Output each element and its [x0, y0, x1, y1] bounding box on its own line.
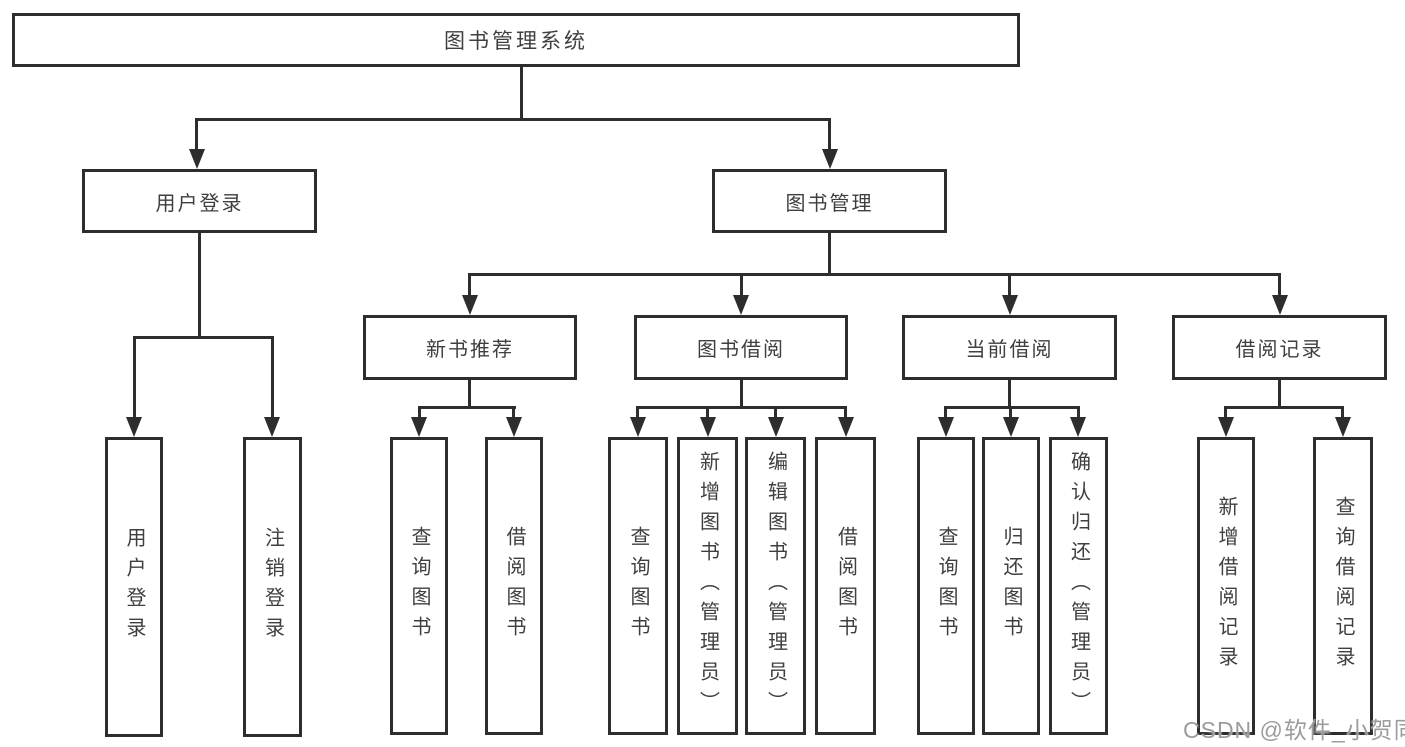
leaf-borrow-books-borrowing: 借阅图书	[815, 437, 876, 735]
connector-line	[468, 380, 471, 408]
connector-line	[1224, 406, 1344, 409]
connector-line	[844, 406, 847, 419]
connector-arrow-down	[1218, 417, 1234, 437]
node-borrowing-records: 借阅记录	[1172, 315, 1387, 380]
connector-arrow-down	[126, 417, 142, 437]
leaf-query-borrow-record: 查询借阅记录	[1313, 437, 1373, 735]
connector-line	[468, 273, 471, 297]
connector-line	[636, 406, 639, 419]
connector-arrow-down	[938, 417, 954, 437]
connector-line	[468, 273, 1281, 276]
connector-line	[1278, 380, 1281, 408]
leaf-return-books: 归还图书	[982, 437, 1040, 735]
connector-arrow-down	[1070, 417, 1086, 437]
connector-line	[1008, 380, 1011, 408]
leaf-query-books-recommend: 查询图书	[390, 437, 448, 735]
connector-line	[1341, 406, 1344, 419]
connector-line	[198, 233, 201, 338]
connector-line	[740, 273, 743, 297]
leaf-query-books-current: 查询图书	[917, 437, 975, 735]
leaf-edit-book-admin: 编辑图书（管理员）	[745, 437, 806, 735]
connector-line	[418, 406, 421, 419]
leaf-logout: 注销登录	[243, 437, 302, 737]
connector-line	[271, 336, 274, 419]
node-user-login-branch: 用户登录	[82, 169, 317, 233]
connector-line	[740, 380, 743, 408]
node-book-management-system: 图书管理系统	[12, 13, 1020, 67]
leaf-add-book-admin: 新增图书（管理员）	[677, 437, 738, 735]
connector-line	[195, 118, 198, 151]
connector-line	[706, 406, 709, 419]
connector-line	[1008, 273, 1011, 297]
connector-arrow-down	[462, 295, 478, 315]
watermark: CSDN @软件_小贺同学	[1183, 717, 1405, 743]
connector-arrow-down	[630, 417, 646, 437]
connector-line	[1009, 406, 1012, 419]
connector-arrow-down	[411, 417, 427, 437]
connector-arrow-down	[1003, 417, 1019, 437]
connector-line	[520, 67, 523, 120]
connector-line	[1224, 406, 1227, 419]
node-current-borrowing: 当前借阅	[902, 315, 1117, 380]
connector-arrow-down	[1335, 417, 1351, 437]
node-book-borrowing: 图书借阅	[634, 315, 848, 380]
connector-arrow-down	[264, 417, 280, 437]
leaf-confirm-return-admin: 确认归还（管理员）	[1049, 437, 1108, 735]
connector-line	[133, 336, 274, 339]
leaf-add-borrow-record: 新增借阅记录	[1197, 437, 1255, 735]
connector-line	[828, 233, 831, 275]
connector-line	[1278, 273, 1281, 297]
connector-arrow-down	[700, 417, 716, 437]
connector-arrow-down	[838, 417, 854, 437]
node-book-management: 图书管理	[712, 169, 947, 233]
connector-line	[944, 406, 1080, 409]
node-new-book-recommend: 新书推荐	[363, 315, 577, 380]
connector-line	[774, 406, 777, 419]
connector-arrow-down	[1272, 295, 1288, 315]
connector-line	[1077, 406, 1080, 419]
connector-arrow-down	[506, 417, 522, 437]
leaf-borrow-books-recommend: 借阅图书	[485, 437, 543, 735]
connector-arrow-down	[1002, 295, 1018, 315]
leaf-query-books-borrowing: 查询图书	[608, 437, 668, 735]
leaf-user-login: 用户登录	[105, 437, 163, 737]
connector-line	[512, 406, 515, 419]
connector-line	[196, 118, 831, 121]
connector-line	[828, 118, 831, 151]
connector-line	[944, 406, 947, 419]
connector-arrow-down	[822, 149, 838, 169]
connector-arrow-down	[768, 417, 784, 437]
connector-arrow-down	[189, 149, 205, 169]
connector-line	[133, 336, 136, 419]
connector-line	[418, 406, 516, 409]
connector-line	[636, 406, 847, 409]
connector-arrow-down	[733, 295, 749, 315]
